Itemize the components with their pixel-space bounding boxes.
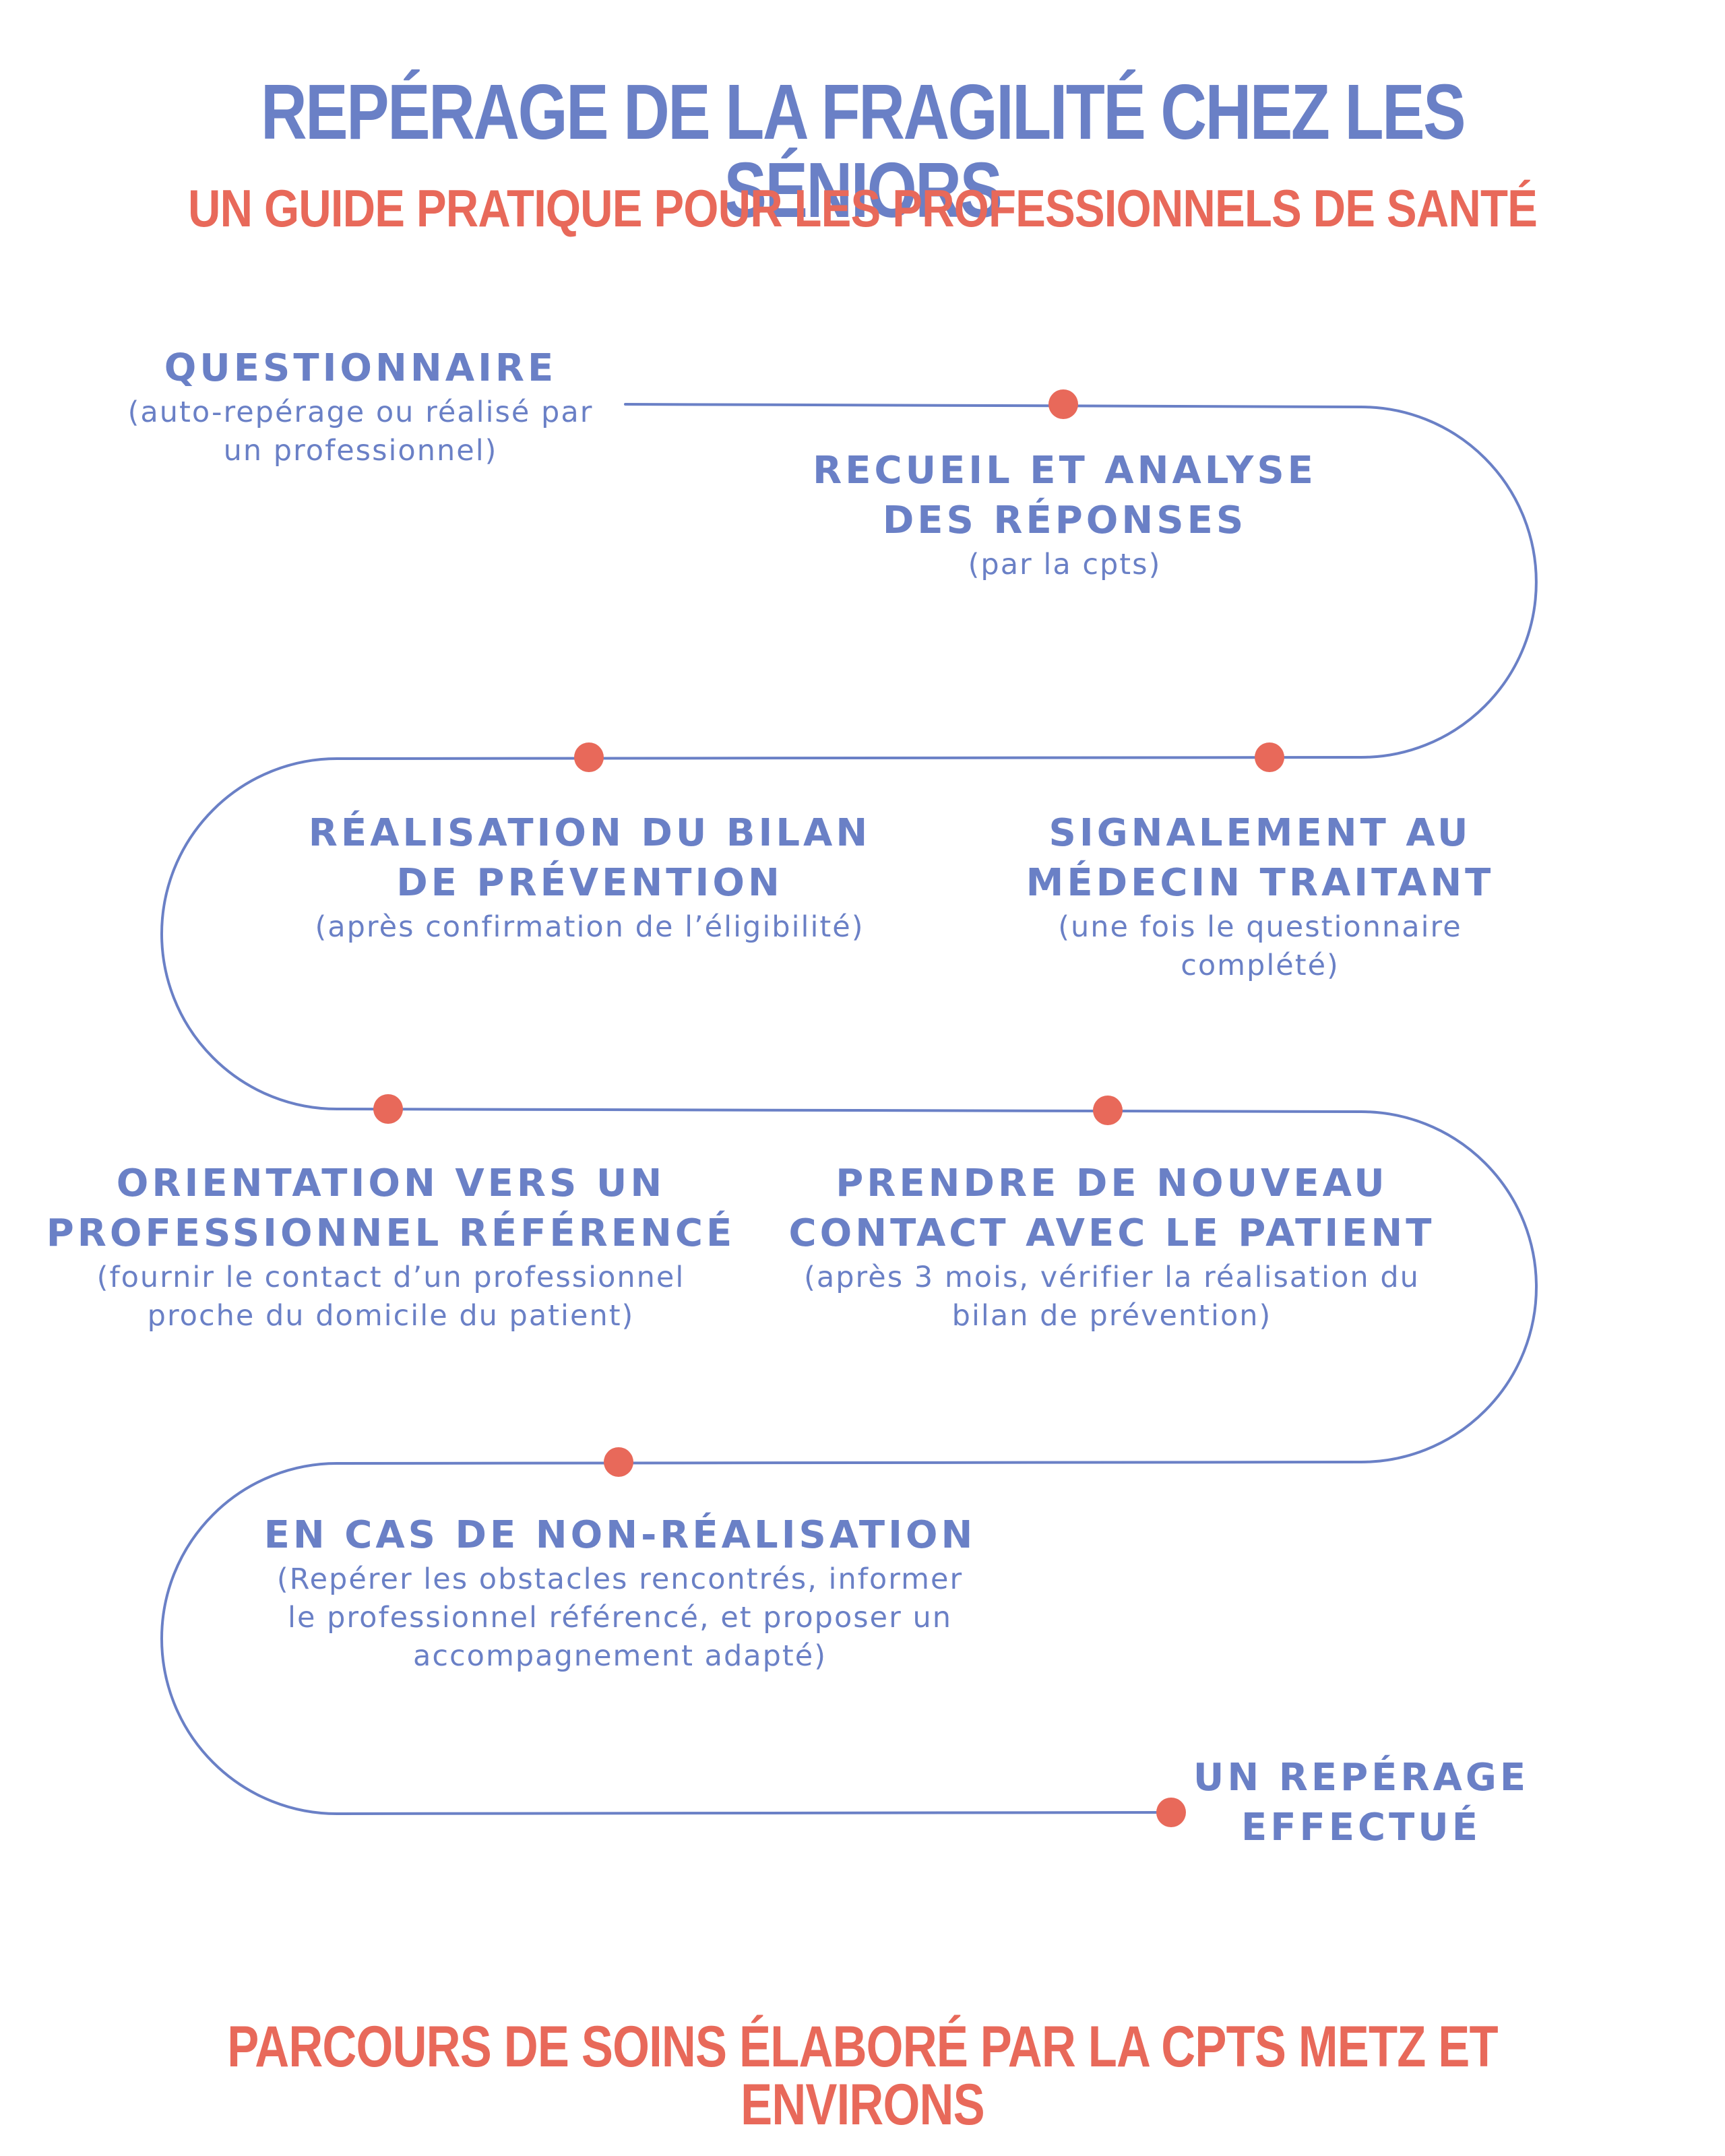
step-description-line: (après 3 mois, vérifier la réalisation d… (804, 1261, 1420, 1294)
page-subtitle: UN GUIDE PRATIQUE POUR LES PROFESSIONNEL… (188, 179, 1538, 238)
step-description-line: proche du domicile du patient) (147, 1299, 635, 1333)
step-description-line: le professionnel référencé, et proposer … (288, 1601, 952, 1635)
step-description-line: bilan de prévention) (951, 1299, 1272, 1333)
step-description: (après 3 mois, vérifier la réalisation d… (755, 1259, 1469, 1335)
step-description-line: un professionnel) (223, 434, 498, 468)
step-description-line: (après confirmation de l’éligibilité) (315, 910, 865, 944)
step-orientation: ORIENTATION VERS UN PROFESSIONNEL RÉFÉRE… (40, 1159, 741, 1335)
step-questionnaire: QUESTIONNAIRE (auto-repérage ou réalisé … (91, 344, 630, 470)
step-title-line: DES RÉPONSES (882, 499, 1247, 542)
step-title-line: UN REPÉRAGE (1193, 1756, 1530, 1800)
flow-path (160, 403, 1538, 1816)
step-description-line: (fournir le contact d’un professionnel (96, 1261, 685, 1294)
page-title: REPÉRAGE DE LA FRAGILITÉ CHEZ LES SÉNIOR… (260, 68, 1466, 234)
step-title-line: EN CAS DE NON-RÉALISATION (263, 1513, 976, 1557)
step-description: (une fois le questionnaire complété) (984, 908, 1536, 985)
step-title-line: RECUEIL ET ANALYSE (813, 449, 1317, 493)
step-description-line: (une fois le questionnaire (1058, 910, 1462, 944)
step-title-line: RÉALISATION DU BILAN (308, 811, 871, 855)
step-title-line: DE PRÉVENTION (396, 861, 783, 905)
step-title-line: CONTACT AVEC LE PATIENT (788, 1211, 1435, 1255)
step-title-line: PROFESSIONNEL RÉFÉRENCÉ (46, 1211, 736, 1255)
step-title: PRENDRE DE NOUVEAU CONTACT AVEC LE PATIE… (755, 1159, 1469, 1259)
step-description: (auto-repérage ou réalisé par un profess… (91, 393, 630, 470)
step-description: (après confirmation de l’éligibilité) (263, 908, 916, 947)
step-title-line: MÉDECIN TRAITANT (1026, 861, 1495, 905)
step-description-line: (Repérer les obstacles rencontrés, infor… (276, 1562, 964, 1596)
step-title: RÉALISATION DU BILAN DE PRÉVENTION (263, 808, 916, 908)
milestone-dot-nouveau-contact (1093, 1096, 1123, 1125)
step-title: RECUEIL ET ANALYSE DES RÉPONSES (761, 446, 1368, 546)
step-description: (fournir le contact d’un professionnel p… (40, 1259, 741, 1335)
step-title-line: ORIENTATION VERS UN (116, 1162, 666, 1205)
step-title: EN CAS DE NON-RÉALISATION (243, 1511, 997, 1560)
step-description-line: complété) (1181, 949, 1340, 982)
milestone-dot-signalement (1255, 742, 1284, 772)
milestone-dot-recueil (1048, 389, 1078, 419)
step-description-line: accompagnement adapté) (413, 1639, 827, 1673)
step-non-realisation: EN CAS DE NON-RÉALISATION (Repérer les o… (243, 1511, 997, 1676)
step-title: QUESTIONNAIRE (91, 344, 630, 393)
step-title-line: QUESTIONNAIRE (164, 346, 557, 390)
step-reperage-effectue: UN REPÉRAGE EFFECTUÉ (1172, 1753, 1550, 1853)
step-nouveau-contact: PRENDRE DE NOUVEAU CONTACT AVEC LE PATIE… (755, 1159, 1469, 1335)
step-description-line: (auto-repérage ou réalisé par (127, 395, 594, 429)
step-description: (par la cpts) (761, 546, 1368, 584)
step-bilan-prevention: RÉALISATION DU BILAN DE PRÉVENTION (aprè… (263, 808, 916, 947)
step-title: ORIENTATION VERS UN PROFESSIONNEL RÉFÉRE… (40, 1159, 741, 1259)
step-description-line: (par la cpts) (968, 548, 1162, 581)
milestone-dot-reperage-effectue (1156, 1798, 1186, 1827)
step-description: (Repérer les obstacles rencontrés, infor… (243, 1560, 997, 1676)
step-recueil-analyse: RECUEIL ET ANALYSE DES RÉPONSES (par la … (761, 446, 1368, 584)
step-title-line: PRENDRE DE NOUVEAU (836, 1162, 1388, 1205)
step-title-line: SIGNALEMENT AU (1048, 811, 1472, 855)
step-title-line: EFFECTUÉ (1241, 1806, 1482, 1849)
milestone-dot-bilan (574, 742, 604, 772)
step-title: UN REPÉRAGE EFFECTUÉ (1172, 1753, 1550, 1853)
footer-credit: PARCOURS DE SOINS ÉLABORÉ PAR LA CPTS ME… (227, 2015, 1498, 2137)
step-signalement: SIGNALEMENT AU MÉDECIN TRAITANT (une foi… (984, 808, 1536, 985)
step-title: SIGNALEMENT AU MÉDECIN TRAITANT (984, 808, 1536, 908)
milestone-dot-orientation (373, 1094, 403, 1124)
milestone-dot-non-realisation (604, 1447, 633, 1477)
